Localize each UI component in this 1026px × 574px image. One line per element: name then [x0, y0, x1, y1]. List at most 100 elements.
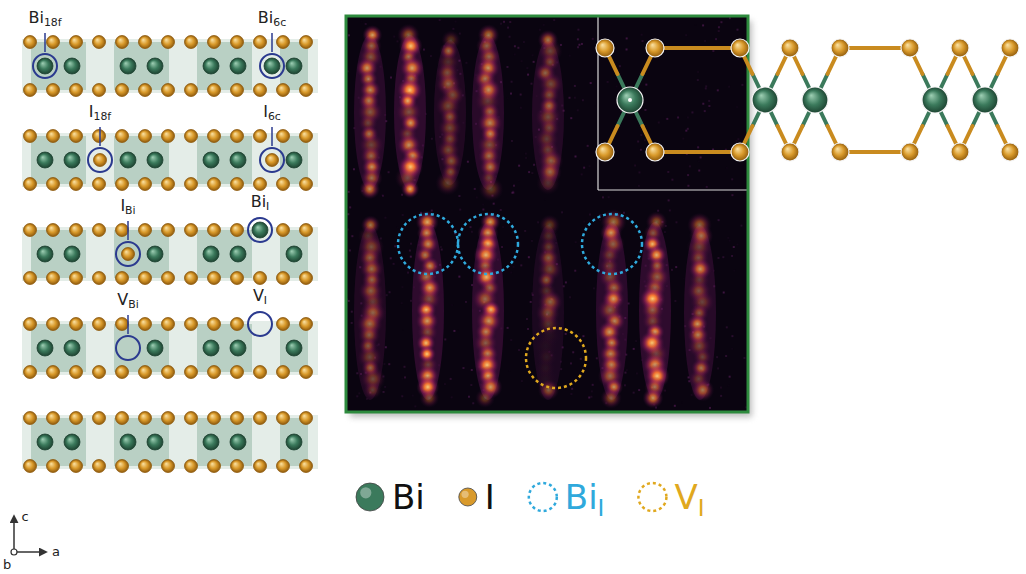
i-atom	[208, 178, 221, 191]
octahedra-block	[31, 42, 86, 90]
i-atom	[93, 130, 106, 143]
leaders	[45, 33, 272, 334]
column-glow	[394, 35, 426, 190]
noise	[360, 21, 362, 23]
noise	[736, 243, 738, 245]
noise	[624, 384, 626, 386]
noise	[638, 171, 640, 173]
swatch-highlight	[360, 487, 371, 498]
noise	[394, 245, 396, 247]
defect-ring	[260, 148, 284, 172]
octahedra-block	[31, 418, 86, 466]
noise	[743, 357, 745, 359]
noise	[404, 226, 406, 228]
noise	[525, 157, 527, 159]
noise	[593, 287, 595, 289]
leader-line	[127, 315, 129, 334]
noise	[596, 357, 598, 359]
noise	[572, 351, 574, 353]
noise	[384, 217, 386, 219]
bi-atom	[252, 222, 268, 238]
octahedra-block	[197, 230, 252, 278]
leader-line	[44, 33, 46, 52]
noise	[518, 165, 520, 167]
column-glow	[532, 225, 564, 400]
i-atom	[116, 460, 129, 473]
column-glow	[412, 222, 444, 400]
i-atom	[277, 412, 290, 425]
noise	[731, 335, 733, 337]
atom-column	[642, 388, 663, 409]
bi-atom	[286, 434, 302, 450]
noise	[590, 396, 592, 398]
bi-atom	[752, 87, 778, 113]
noise	[396, 40, 398, 42]
noise	[521, 60, 523, 62]
bi-atom	[203, 434, 219, 450]
atom-column	[435, 171, 460, 196]
noise	[520, 94, 522, 96]
noise	[608, 196, 610, 198]
i-atom	[208, 318, 221, 331]
symbol: Bi	[565, 477, 598, 517]
noise	[535, 249, 537, 251]
noise	[706, 186, 708, 188]
i-atom	[47, 84, 60, 97]
i-atom	[781, 39, 799, 57]
subscript: Bi	[125, 204, 135, 217]
crystal-structures	[11, 33, 318, 555]
bi-atom	[147, 152, 163, 168]
i-atom	[300, 130, 313, 143]
i-atom	[254, 178, 267, 191]
noise	[455, 21, 457, 23]
i-atom	[70, 460, 83, 473]
axis-b	[11, 549, 17, 555]
i-atom	[47, 412, 60, 425]
defect-label: I18f	[89, 104, 111, 120]
defect-ring	[260, 54, 284, 78]
noise	[733, 270, 735, 272]
i-atom	[277, 36, 290, 49]
noise	[726, 326, 728, 328]
noise	[526, 67, 528, 69]
noise	[580, 358, 582, 360]
noise	[410, 256, 412, 258]
i-atom	[116, 84, 129, 97]
bi-atom	[64, 152, 80, 168]
symbol: V	[253, 286, 264, 305]
column-glow	[354, 35, 386, 190]
noise	[476, 196, 478, 198]
octahedra-block	[280, 418, 308, 466]
legend-ring	[529, 483, 557, 511]
symbol: Bi	[258, 8, 273, 27]
i-atom	[300, 224, 313, 237]
noise	[720, 21, 722, 23]
noise	[388, 363, 390, 365]
i-atom	[300, 84, 313, 97]
i-atom	[24, 178, 37, 191]
noise	[582, 350, 584, 352]
i-atom	[47, 224, 60, 237]
noise	[704, 40, 706, 42]
noise	[450, 378, 452, 380]
legend-text: Bi	[392, 480, 425, 514]
noise	[574, 97, 576, 99]
noise	[736, 29, 738, 31]
i-atom	[93, 366, 106, 379]
noise	[578, 333, 580, 335]
noise	[518, 349, 520, 351]
noise	[570, 117, 572, 119]
octahedra-block	[197, 136, 252, 184]
i-atom	[254, 130, 267, 143]
atom-column	[363, 381, 382, 400]
crystal-strip	[22, 36, 318, 97]
noise	[741, 84, 743, 86]
noise	[569, 55, 571, 57]
defect-ring	[248, 218, 272, 242]
noise	[588, 397, 590, 399]
noise	[638, 185, 640, 187]
image-content	[346, 17, 747, 412]
i-atom	[24, 130, 37, 143]
legend-text: I	[485, 480, 495, 514]
i-atom	[208, 272, 221, 285]
